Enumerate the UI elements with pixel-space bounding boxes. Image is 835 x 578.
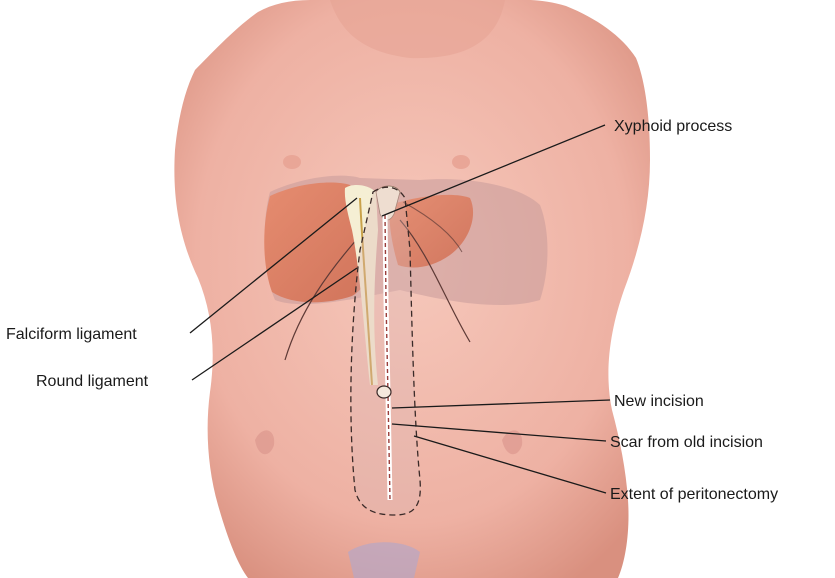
label-peritonectomy: Extent of peritonectomy [610, 486, 778, 503]
label-scar: Scar from old incision [610, 434, 763, 451]
label-xyphoid: Xyphoid process [614, 118, 732, 135]
left-nipple [283, 155, 301, 169]
label-falciform: Falciform ligament [6, 326, 137, 343]
right-nipple [452, 155, 470, 169]
label-new-incision: New incision [614, 393, 704, 410]
umbilicus [377, 386, 391, 398]
label-round: Round ligament [36, 373, 149, 390]
